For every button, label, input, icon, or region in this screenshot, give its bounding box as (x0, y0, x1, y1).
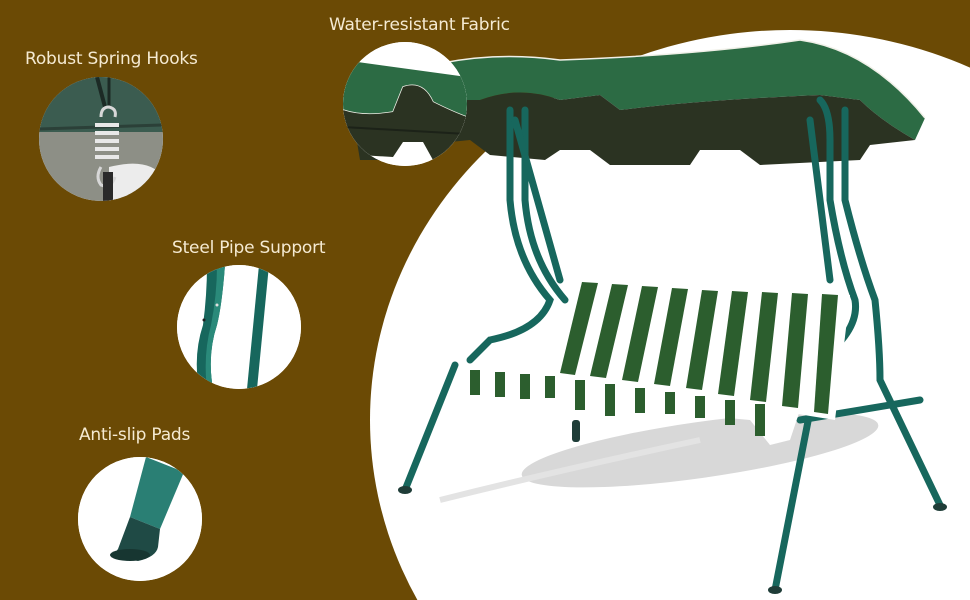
spring-hook-callout (39, 77, 163, 201)
feature-label-steel-pipe: Steel Pipe Support (172, 238, 326, 258)
feature-label-spring-hooks: Robust Spring Hooks (25, 49, 198, 69)
feature-label-anti-slip: Anti-slip Pads (79, 425, 191, 445)
anti-slip-pad-callout (78, 457, 202, 581)
feature-label-fabric: Water-resistant Fabric (329, 15, 510, 35)
steel-pipe-callout (177, 265, 301, 389)
fabric-closeup-callout (343, 42, 467, 166)
